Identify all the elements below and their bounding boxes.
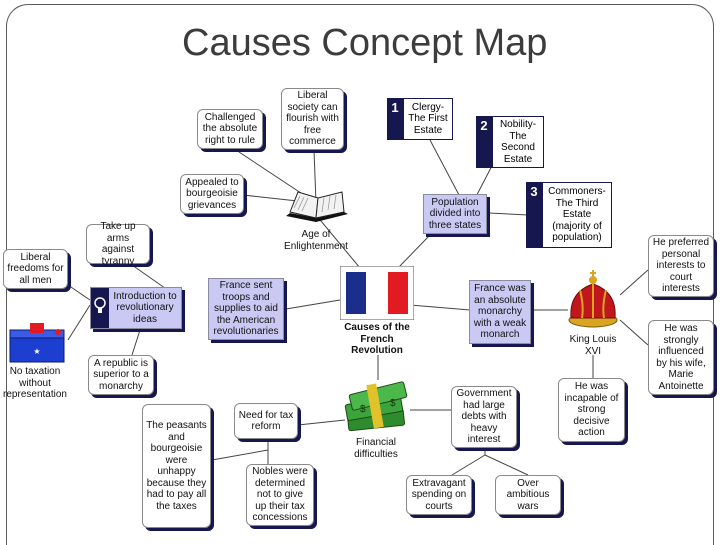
money-icon: $ $	[344, 381, 408, 432]
take-up-arms-node: Take up arms against tyranny	[86, 221, 150, 267]
svg-text:$: $	[360, 404, 366, 415]
financial-difficulties-label: Financial difficulties	[354, 437, 398, 460]
republic-node: A republic is superior to a monarchy	[88, 355, 154, 395]
liberal-freedoms-node: Liberal freedoms for all men	[3, 249, 68, 289]
appealed-node: Appealed to bourgeoisie grievances	[180, 174, 244, 214]
estate-number: 2	[476, 116, 492, 168]
estate-number: 3	[526, 182, 542, 248]
nobles-node: Nobles were determined not to give up th…	[246, 464, 314, 526]
need-tax-reform-node: Need for tax reform	[234, 403, 298, 439]
estate-2: 2 Nobility- The Second Estate	[476, 116, 544, 168]
french-flag-icon	[340, 266, 414, 320]
intro-ideas-node: Introduction to revolutionary ideas	[90, 287, 182, 329]
estate-label: Commoners- The Third Estate (majority of…	[542, 182, 612, 248]
estate-3: 3 Commoners- The Third Estate (majority …	[526, 182, 612, 248]
incapable-node: He was incapable of strong decisive acti…	[558, 378, 625, 442]
king-louis-label: King Louis XVI	[569, 334, 617, 357]
no-taxation-label: No taxation without representation	[3, 366, 67, 400]
over-ambitious-wars-node: Over ambitious wars	[495, 475, 561, 515]
page-title: Causes Concept Map	[182, 22, 548, 64]
liberal-society-node: Liberal society can flourish with free c…	[281, 88, 344, 150]
intro-ideas-label: Introduction to revolutionary ideas	[113, 290, 177, 325]
ballot-box-icon: ★	[9, 323, 65, 363]
influenced-node: He was strongly influenced by his wife, …	[648, 320, 714, 395]
book-icon	[286, 191, 348, 222]
france-troops-node: France sent troops and supplies to aid t…	[208, 278, 284, 340]
extravagant-node: Extravagant spending on courts	[406, 475, 472, 515]
center-node-label: Causes of the French Revolution	[344, 322, 410, 356]
svg-text:★: ★	[33, 347, 40, 356]
age-of-enlightenment-label: Age of Enlightenment	[284, 229, 348, 252]
absolute-monarchy-node: France was an absolute monarchy with a w…	[469, 280, 531, 344]
lightbulb-icon	[91, 288, 109, 328]
population-node: Population divided into three states	[423, 194, 487, 234]
challenged-node: Challenged the absolute right to rule	[197, 109, 263, 149]
estate-number: 1	[387, 98, 403, 140]
government-debts-node: Government had large debts with heavy in…	[451, 386, 517, 448]
crown-icon	[568, 270, 618, 328]
estate-1: 1 Clergy- The First Estate	[387, 98, 453, 140]
estate-label: Nobility- The Second Estate	[492, 116, 544, 168]
preferred-node: He preferred personal interests to court…	[648, 235, 714, 297]
peasants-node: The peasants and bourgeoisie were unhapp…	[142, 404, 211, 528]
estate-label: Clergy- The First Estate	[403, 98, 453, 140]
svg-text:$: $	[390, 398, 396, 409]
